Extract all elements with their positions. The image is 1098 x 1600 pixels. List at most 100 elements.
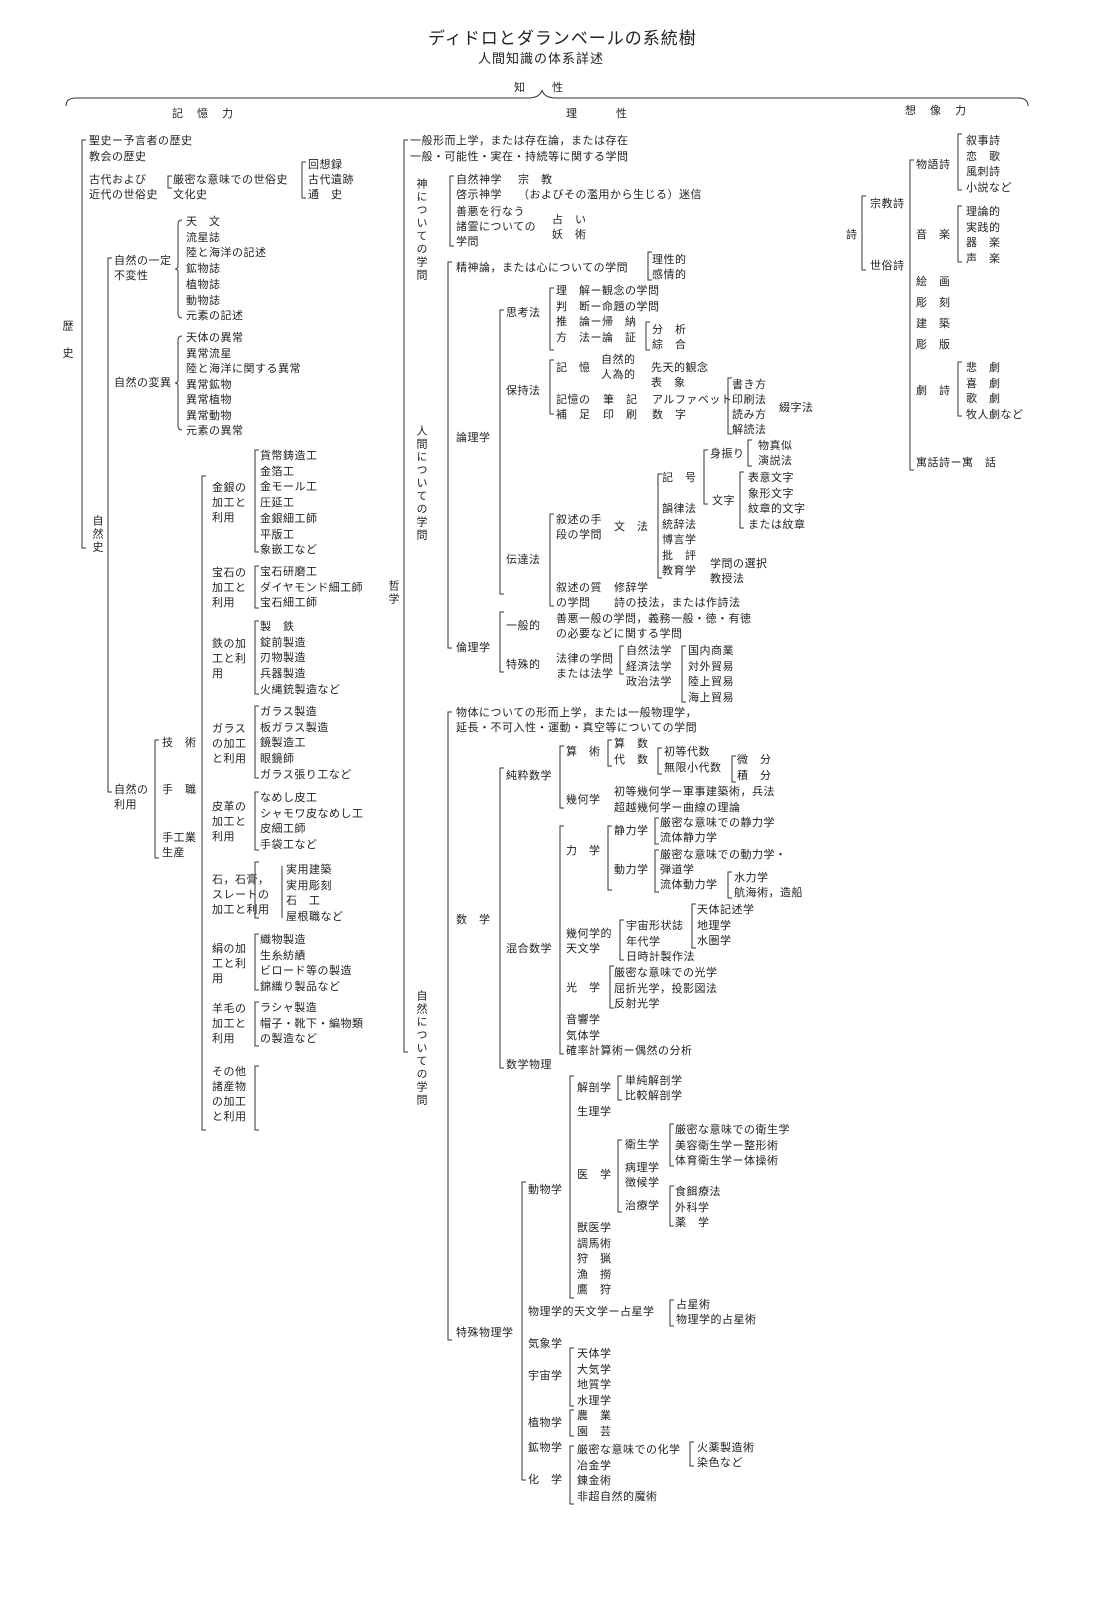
astronomy-bracket (619, 919, 624, 961)
poetics: 詩の技法，または作詩法 (614, 596, 741, 609)
therapeutics-item-2: 外科学 (675, 1200, 710, 1214)
natural-memory: 自然的 (601, 353, 636, 366)
natural-history-label: 自然史 (91, 515, 104, 554)
gesture-bracket (747, 439, 752, 467)
analysis: 分 析 (652, 323, 687, 336)
music-bracket (957, 205, 962, 263)
ethics-bracket (499, 611, 504, 673)
elementary-geometry: 初等幾何学ー軍事建築術，兵法 (614, 785, 775, 798)
optics-bracket (609, 965, 614, 1009)
natural-theology: 自然神学 (456, 173, 502, 186)
general-metaphysics-1: 一般形而上学，または存在論，または存在 (410, 134, 629, 147)
craft-item-3-5: 火縄銃製造など (260, 682, 341, 696)
history-label: 歴史 (61, 320, 74, 374)
nature-use: 自然の利用 (114, 783, 149, 811)
craft-item-6-1: 実用建築 (286, 863, 332, 876)
orthography: 綴字法 (779, 401, 814, 414)
diagram-subtitle: 人間知識の体系詳述 (478, 52, 605, 67)
analysis-bracket (645, 321, 650, 351)
geometric-astronomy-2: 天文学 (566, 942, 601, 955)
hydraulics: 水力学 (734, 871, 769, 884)
art-item-3: 建 築 (916, 317, 951, 330)
constancy-item-2: 流星誌 (186, 230, 221, 244)
memory-supplement-1: 記憶の (556, 393, 591, 406)
intellect-brace (65, 89, 1029, 107)
algebra: 代 数 (614, 753, 649, 766)
alphabet: アルファベット (652, 393, 733, 406)
quality-1: 叙述の質 (556, 581, 602, 594)
craft-bracket-9 (254, 1065, 259, 1131)
craft-item-1-2: 金箔工 (260, 464, 295, 478)
comparative-anatomy: 比較解剖学 (625, 1089, 683, 1102)
general-ethics-desc-1: 善悪一般の学問，義務一般・徳・有徳 (556, 612, 752, 625)
zoology-bracket (569, 1075, 574, 1299)
emblem: 表 象 (651, 376, 686, 389)
craft-item-2-2: ダイヤモンド細工師 (260, 580, 364, 594)
hygiene-bracket (669, 1123, 674, 1167)
law-bracket (619, 645, 624, 675)
grammar-item-4: 批 評 (662, 548, 697, 562)
optics-item-2: 屈折光学，投影図法 (614, 981, 718, 995)
ancient-modern-1: 古代および (89, 173, 147, 186)
navigation: 航海術，造船 (734, 886, 803, 899)
dynamics-strict: 厳密な意味での動力学・ (660, 848, 787, 861)
printing: 印 刷 (603, 408, 638, 421)
mixed-math-item-3: 確率計算術ー偶然の分析 (566, 1044, 693, 1057)
art-item-4: 彫 版 (916, 338, 951, 351)
narrative-item-1: 叙事詩 (966, 134, 1001, 147)
botany-item-2: 園 芸 (577, 1424, 612, 1438)
sacred-poetry: 宗教詩 (870, 197, 905, 210)
superstition: （およびその濫用から生じる）迷信 (518, 188, 702, 201)
music-item-3: 器 楽 (966, 236, 1001, 249)
dyeing: 染色など (697, 1456, 743, 1469)
botany-bracket (569, 1409, 574, 1437)
pathology: 病理学 (625, 1161, 660, 1174)
secular-history: 厳密な意味での世俗史 (173, 173, 288, 186)
integral: 積 分 (737, 769, 772, 782)
differential: 微 分 (737, 753, 772, 766)
science-of-man: 人間についての学問 (415, 425, 428, 542)
music: 音 楽 (916, 228, 951, 241)
rhetoric: 修辞学 (614, 581, 649, 594)
craft-item-3-2: 錠前製造 (260, 635, 306, 649)
physiology: 生理学 (577, 1105, 612, 1118)
hydrodynamics: 流体動力学 (660, 878, 718, 891)
art-of-thinking: 思考法 (506, 306, 541, 319)
physics-metaphysics-2: 延長・不可入性・運動・真空等についての学問 (456, 721, 698, 734)
geometry: 幾何学 (566, 793, 601, 806)
science-of-god: 神についての学問 (415, 178, 428, 282)
elementary-algebra: 初等代数 (664, 745, 710, 758)
characters-bracket (739, 471, 744, 529)
craft-item-5-4: 手袋工など (260, 838, 318, 852)
craft-item-6-4: 屋根職など (286, 910, 344, 924)
thinking-item-1: 理 解ー観念の学問 (556, 284, 660, 297)
narrative-item-4: 小説など (966, 180, 1012, 194)
variation-item-4: 異常鉱物 (186, 377, 232, 391)
narrative-poetry: 物語詩 (916, 158, 951, 171)
simple-anatomy: 単純解剖学 (625, 1074, 683, 1087)
pyrotechnics-bracket (689, 1441, 694, 1467)
variation-brace (174, 335, 183, 431)
writing-art-1: 書き方 (732, 378, 767, 391)
craft-item-7-4: 錦織り製品など (260, 980, 341, 994)
physical-astrology: 物理学的占星術 (676, 1313, 757, 1326)
hygiene-item-3: 体育衛生学ー体操術 (675, 1154, 779, 1167)
craft-item-8-2: 帽子・靴下・編物類 (260, 1016, 364, 1030)
statics-bracket (654, 817, 659, 845)
thinking-item-2: 判 断ー命題の学問 (556, 299, 660, 313)
mechanics-bracket (607, 825, 612, 891)
general-history: 通 史 (308, 188, 343, 201)
therapeutics: 治療学 (625, 1199, 660, 1212)
drama-item-1: 悲 劇 (966, 361, 1001, 374)
cosmology-item-2: 大気学 (577, 1362, 612, 1376)
infinitesimal-algebra: 無限小代数 (664, 761, 722, 774)
craft-item-7-3: ビロード等の製造 (260, 964, 352, 978)
poetry-bracket (861, 195, 866, 271)
good-evil-3: 学問 (456, 235, 479, 248)
craft-bracket-4 (254, 705, 259, 779)
anatomy-bracket (617, 1075, 622, 1101)
philosophy-label: 哲学 (387, 580, 400, 606)
arithmetic-bracket (607, 739, 612, 767)
history-bracket (81, 139, 86, 549)
commerce-item-3: 陸上貿易 (688, 675, 734, 688)
